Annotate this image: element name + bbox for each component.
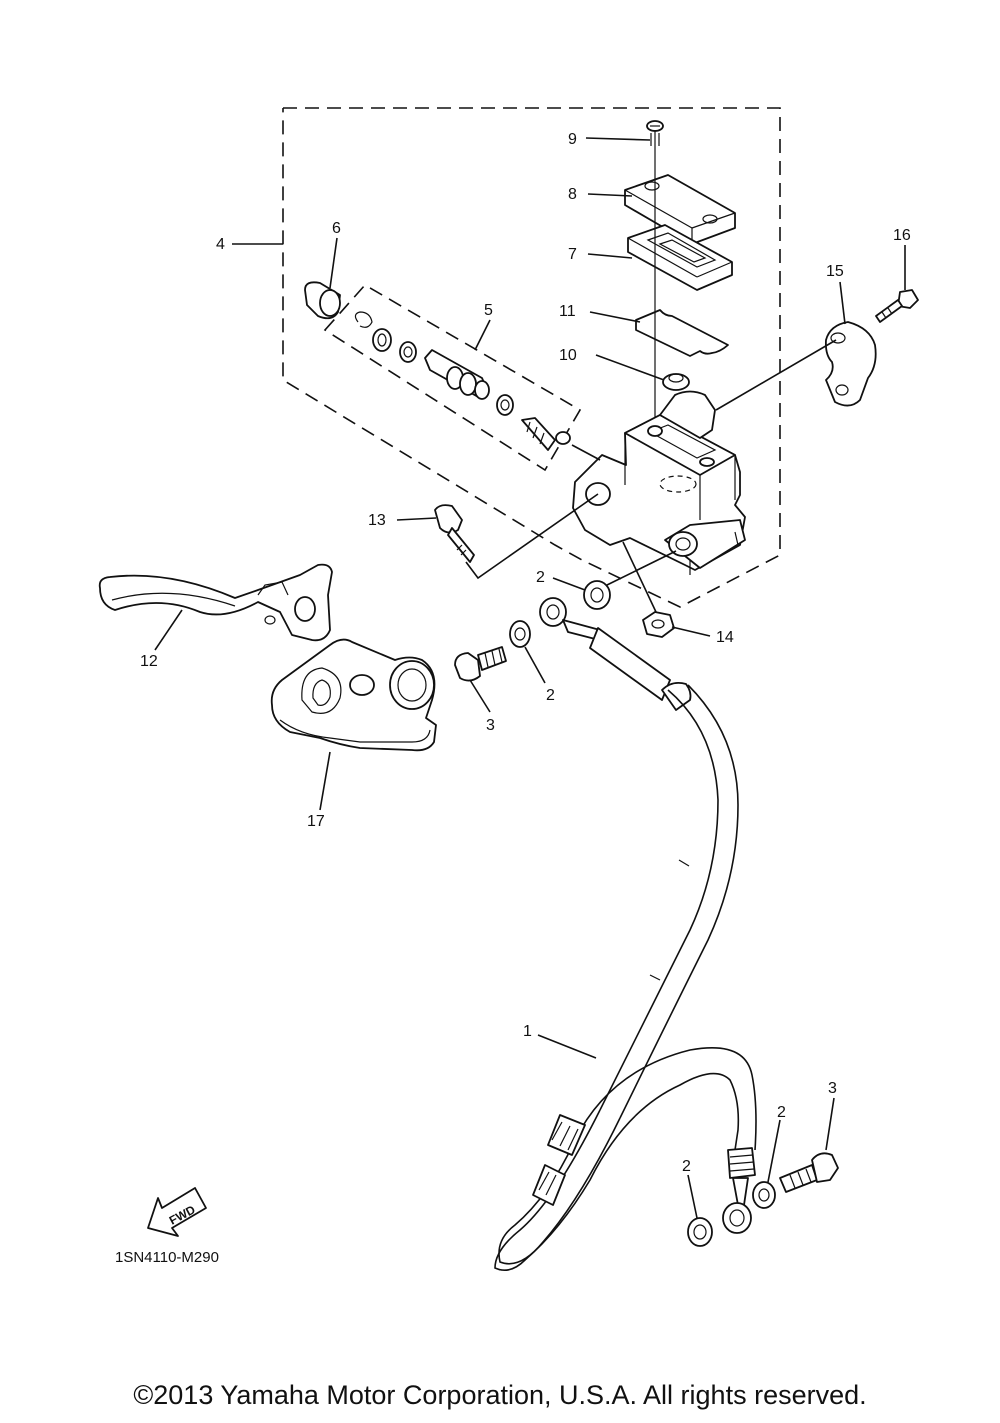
copyright-notice: ©2013 Yamaha Motor Corporation, U.S.A. A… [133,1380,867,1410]
callout-16: 16 [893,227,911,244]
part-16-clamp-bolt[interactable] [875,289,919,323]
master-cylinder-body[interactable] [572,390,746,576]
assembly-boundary [282,107,781,608]
part-7-cap-plate[interactable] [627,224,733,291]
part-8-reservoir-cap[interactable] [624,174,736,245]
part-9-screw[interactable] [646,120,664,148]
callout-2-upper: 2 [536,569,545,586]
piston-kit-boundary [323,283,582,472]
callout-3-lower: 3 [828,1080,837,1097]
part-2-washer-lower-right[interactable] [752,1181,776,1209]
diagram-ref-code: 1SN4110-M290 [115,1249,219,1266]
leader-lines [154,137,906,1219]
part-1-brake-hose[interactable] [494,597,757,1271]
part-14-nut[interactable] [642,611,675,638]
callout-15: 15 [826,263,844,280]
callout-5: 5 [484,302,493,319]
callout-6: 6 [332,220,341,237]
part-6-boot[interactable] [304,281,341,320]
callout-1: 1 [523,1023,532,1040]
callout-2-middle: 2 [546,687,555,704]
part-2-washer-lower-left[interactable] [687,1217,713,1247]
callout-12: 12 [140,653,158,670]
callout-13: 13 [368,512,386,529]
part-12-brake-lever[interactable] [98,563,333,642]
callout-8: 8 [568,186,577,203]
callout-11: 11 [559,303,576,320]
callout-17: 17 [307,813,325,830]
callout-14: 14 [716,629,734,646]
callout-9: 9 [568,131,577,148]
part-15-clamp[interactable] [824,321,877,407]
part-17-lever-guard[interactable] [270,638,437,752]
callout-4: 4 [216,236,225,253]
part-2-washer-middle[interactable] [509,620,531,648]
part-10-float[interactable] [662,373,690,391]
part-13-pivot-bolt[interactable] [434,504,475,563]
part-2-washer-upper[interactable] [583,580,611,610]
callout-2-lower-left: 2 [682,1158,691,1175]
callout-10: 10 [559,347,577,364]
callout-2-lower-right: 2 [777,1104,786,1121]
callout-3-upper: 3 [486,717,495,734]
part-5-piston-kit[interactable] [354,311,571,451]
part-3-banjo-bolt-upper[interactable] [454,646,507,682]
part-11-diaphragm[interactable] [635,309,729,357]
callout-labels: 9 8 7 11 10 4 6 5 15 16 13 2 14 12 17 3 … [140,131,911,1175]
part-3-banjo-bolt-lower[interactable] [779,1152,839,1193]
callout-7: 7 [568,246,577,263]
fwd-arrow-icon: FWD [147,1187,207,1237]
